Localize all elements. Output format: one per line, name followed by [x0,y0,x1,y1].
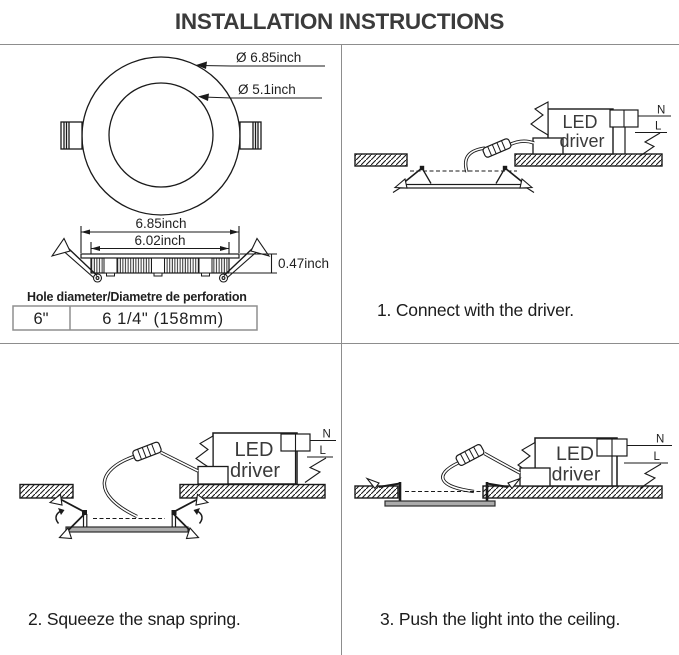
arrowhead-icon [196,61,207,69]
snap-spring-right-icon [171,493,210,540]
neutral-label: N [657,105,665,117]
ceiling-left [354,153,408,167]
wire-break-icon [639,463,662,489]
trim-plate [399,183,528,189]
trim-plate [65,526,189,533]
driver-label-line2: driver [552,464,601,486]
page-title: INSTALLATION INSTRUCTIONS [174,8,505,34]
snap-spring-left-icon [48,493,87,540]
step-1-caption: 1. Connect with the driver. [377,300,574,320]
step-2-diagram: LED driver N L [19,429,336,540]
body-height-dimension [230,253,277,274]
step-1-diagram: LED driver N L [354,101,671,193]
hole-table-heading: Hole diameter/Diametre de perforation [27,290,247,304]
connecting-wire [464,138,535,173]
trim-flange [80,253,240,259]
inner-diameter-leader [198,93,322,101]
led-driver-unit [517,437,672,489]
plug-connector-icon [482,138,512,158]
break-flag-icon [195,435,214,472]
snap-spring-right-icon [486,477,522,490]
snap-spring-right-icon [495,165,534,189]
neutral-label: N [656,434,664,446]
driver-label-line2: driver [230,460,280,482]
dimensions-panel: Ø 6.85inch Ø 5.1inch [0,45,341,343]
output-connector-box [197,465,229,485]
step-3-caption: 3. Push the light into the ceiling. [380,609,621,629]
break-flag-icon [530,101,549,136]
driver-label-line1: LED [235,439,274,461]
output-connector-box [532,137,564,155]
plug-connector-icon [132,441,162,462]
front-view [60,56,262,216]
outer-diameter-leader [196,61,325,69]
step-3-diagram: LED driver N L [354,434,672,507]
connecting-wire [102,441,199,519]
hole-cut-value: 6 1/4" (158mm) [102,310,224,328]
driver-label-line1: LED [562,112,597,132]
divider-top [0,44,679,45]
snap-spring-left-icon [393,165,432,189]
inner-diameter-label: Ø 5.1inch [238,82,296,97]
plug-connector-icon [455,444,485,466]
arrowhead-icon [198,93,209,101]
hole-size-value: 6" [33,310,48,328]
led-driver-unit [530,101,671,157]
flange-width-dimension [80,226,240,253]
spring-tab-right-icon [239,121,262,150]
outer-diameter-label: Ø 6.85inch [236,50,301,65]
side-view [50,226,277,283]
body-height-label: 0.47inch [278,256,329,271]
trim-plate [384,500,496,507]
connecting-wire [441,444,521,494]
divider-vertical [341,44,342,655]
ceiling-left [354,485,399,499]
step-2-panel: LED driver N L 2. Squeeze the snap sprin… [0,344,341,655]
hole-table [12,305,258,331]
downlight-fixture [48,493,210,540]
ceiling-right [482,485,663,499]
step-3-panel: LED driver N L 3. Push the light into th… [341,344,679,655]
outer-rim-circle [81,56,241,216]
wire-break-icon [304,457,327,483]
live-label: L [655,121,662,133]
body-width-label: 6.02inch [134,233,185,248]
spring-tab-left-icon [60,121,83,150]
ceiling-left [19,483,74,499]
step-1-panel: LED driver N L 1. Connect with the drive… [341,45,679,343]
flange-width-label: 6.85inch [135,216,186,231]
live-label: L [320,445,327,457]
step-2-caption: 2. Squeeze the snap spring. [28,609,241,629]
live-label: L [654,451,661,463]
snap-spring-left-icon [365,477,401,490]
dimensions-diagram: Ø 6.85inch Ø 5.1inch [12,50,329,331]
snap-spring-left-icon [50,237,103,283]
output-connector-box [519,467,551,487]
driver-label-line1: LED [556,443,594,465]
downlight-fixture-installed [365,477,522,507]
wire-break-icon [639,132,661,157]
screw-posts [103,257,213,277]
downlight-fixture [392,165,535,193]
inner-lens-circle [108,82,214,188]
ceiling-right [179,483,326,499]
neutral-label: N [323,429,331,441]
driver-label-line2: driver [559,131,604,151]
led-driver-unit [195,432,336,485]
divider-horizontal [0,343,679,344]
